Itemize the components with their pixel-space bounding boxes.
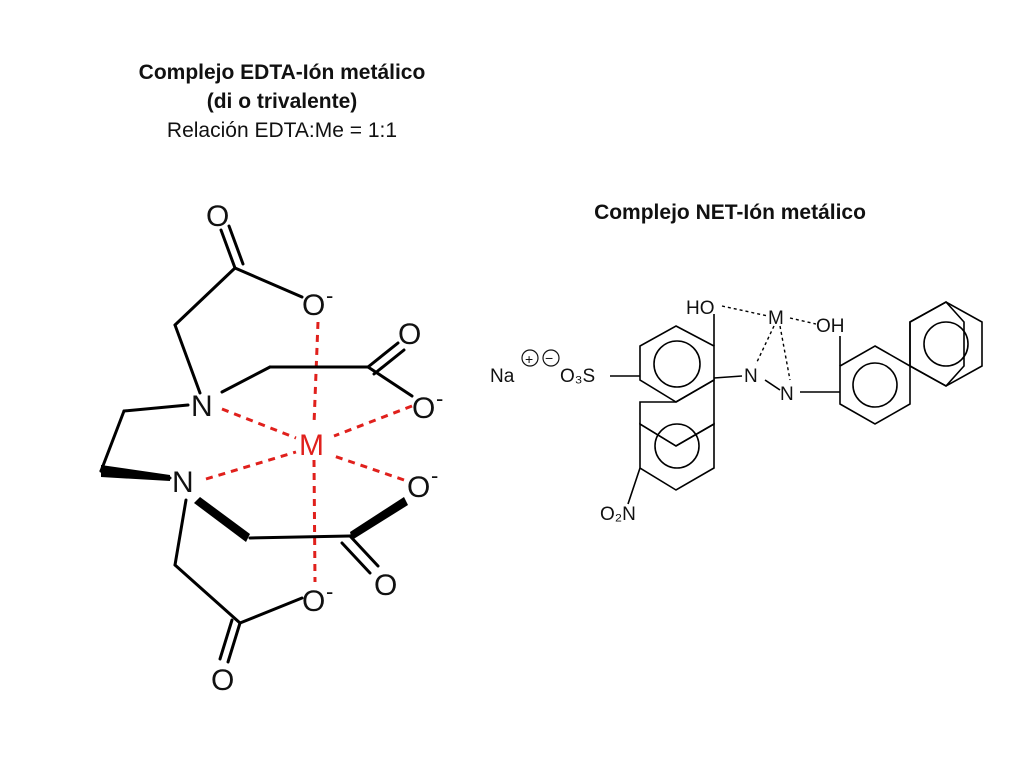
- label-n2: N: [780, 384, 794, 405]
- label-minus: −: [545, 350, 553, 366]
- bond-azo: [764, 379, 781, 391]
- bond-c-o-minus-a: [233, 266, 304, 299]
- ring-b-inner: [654, 423, 700, 469]
- bond-no2: [627, 467, 641, 505]
- coord-n2: [779, 325, 791, 381]
- edta-atoms: O O - O O - N N M O - O O - O: [172, 200, 443, 697]
- bond-ch2-c-c: [248, 534, 352, 540]
- ring-d-edge: [909, 300, 965, 388]
- edta-title-block: Complejo EDTA-Ión metálico (di o trivale…: [72, 58, 492, 145]
- ring-a: [639, 325, 715, 403]
- atom-n-upper: N: [191, 390, 213, 423]
- bond-c-o-double-c1: [348, 534, 380, 568]
- bond-n1-ring: [713, 375, 743, 379]
- ring-a-inner: [653, 340, 701, 388]
- ring-b: [639, 422, 715, 491]
- bond-c-o-double-a1: [219, 228, 237, 270]
- label-plus: +: [525, 351, 533, 367]
- atom-o-bottom: O: [211, 664, 234, 697]
- coord-n1: [755, 325, 775, 365]
- bond-c-o-double-a2: [227, 224, 245, 266]
- charge-4: -: [326, 579, 333, 604]
- bond-ch2-c-a: [173, 266, 237, 327]
- net-bonds: [610, 300, 983, 505]
- label-ho: HO: [686, 298, 715, 319]
- charge-1: -: [326, 283, 333, 308]
- ring-d-inner: [923, 321, 969, 367]
- plus-circle-icon: [521, 349, 539, 367]
- bond-c-o-minus-b: [366, 365, 414, 398]
- label-sulfonate: O₃S: [560, 366, 595, 387]
- label-n1: N: [744, 366, 758, 387]
- bond-c-o-double-b1: [366, 341, 400, 369]
- bond-n-ch2-bridge: [122, 403, 190, 413]
- atom-o-top: O: [206, 200, 229, 233]
- atom-o-right: O: [398, 318, 421, 351]
- bond-c-o-double-b2: [372, 348, 406, 376]
- bond-c-o-double-d1: [226, 621, 242, 664]
- atom-o-minus-1: O: [302, 289, 325, 322]
- ring-d: [909, 301, 983, 387]
- ring-b-edge: [639, 378, 715, 447]
- net-coordination-bonds: [721, 305, 817, 381]
- label-metal: M: [768, 308, 784, 329]
- wedge-bridge: [101, 465, 170, 481]
- bond-n-ch2-b: [220, 365, 272, 394]
- coord-ho: [721, 305, 769, 317]
- label-oh: OH: [816, 316, 845, 337]
- atom-o-minus-4: O: [302, 585, 325, 618]
- net-labels: Na + − O₃S HO M OH N N O₂N: [490, 298, 845, 525]
- edta-coordination-bonds: [205, 321, 413, 583]
- metal-ion: M: [299, 429, 324, 462]
- wedge-c-o-minus-c: [350, 497, 408, 540]
- label-nitro: O₂N: [600, 504, 636, 525]
- atom-o-bottom-right: O: [374, 569, 397, 602]
- charge-3: -: [431, 463, 438, 488]
- net-title: Complejo NET-Ión metálico: [594, 201, 866, 224]
- atom-o-minus-2: O: [412, 392, 435, 425]
- edta-ratio: Relación EDTA:Me = 1:1: [166, 119, 398, 142]
- ring-c-inner: [852, 362, 898, 408]
- bond-n-ch2-d: [173, 498, 188, 567]
- edta-subtitle: (di o trivalente): [206, 90, 358, 113]
- wedge-n-ch2-c: [194, 497, 250, 542]
- coord-bond-o2: [333, 404, 413, 438]
- bond-ch2-c-d: [173, 563, 242, 625]
- atom-o-minus-3: O: [407, 471, 430, 504]
- coord-bond-n-lower: [205, 450, 297, 481]
- charge-2: -: [436, 386, 443, 411]
- bond-n-ch2-a: [173, 323, 202, 395]
- label-na: Na: [490, 366, 515, 387]
- coord-bond-o1: [312, 321, 320, 425]
- coord-bond-n-upper: [221, 407, 297, 440]
- edta-title: Complejo EDTA-Ión metálico: [138, 61, 426, 84]
- coord-oh: [789, 317, 817, 325]
- bond-bridge: [99, 409, 126, 473]
- atom-n-lower: N: [172, 466, 194, 499]
- bond-c-o-minus-d: [238, 596, 304, 625]
- bond-c-o-double-d2: [218, 618, 234, 661]
- minus-circle-icon: [542, 349, 560, 367]
- bond-c-o-double-c2: [340, 541, 372, 575]
- ring-c: [839, 345, 911, 425]
